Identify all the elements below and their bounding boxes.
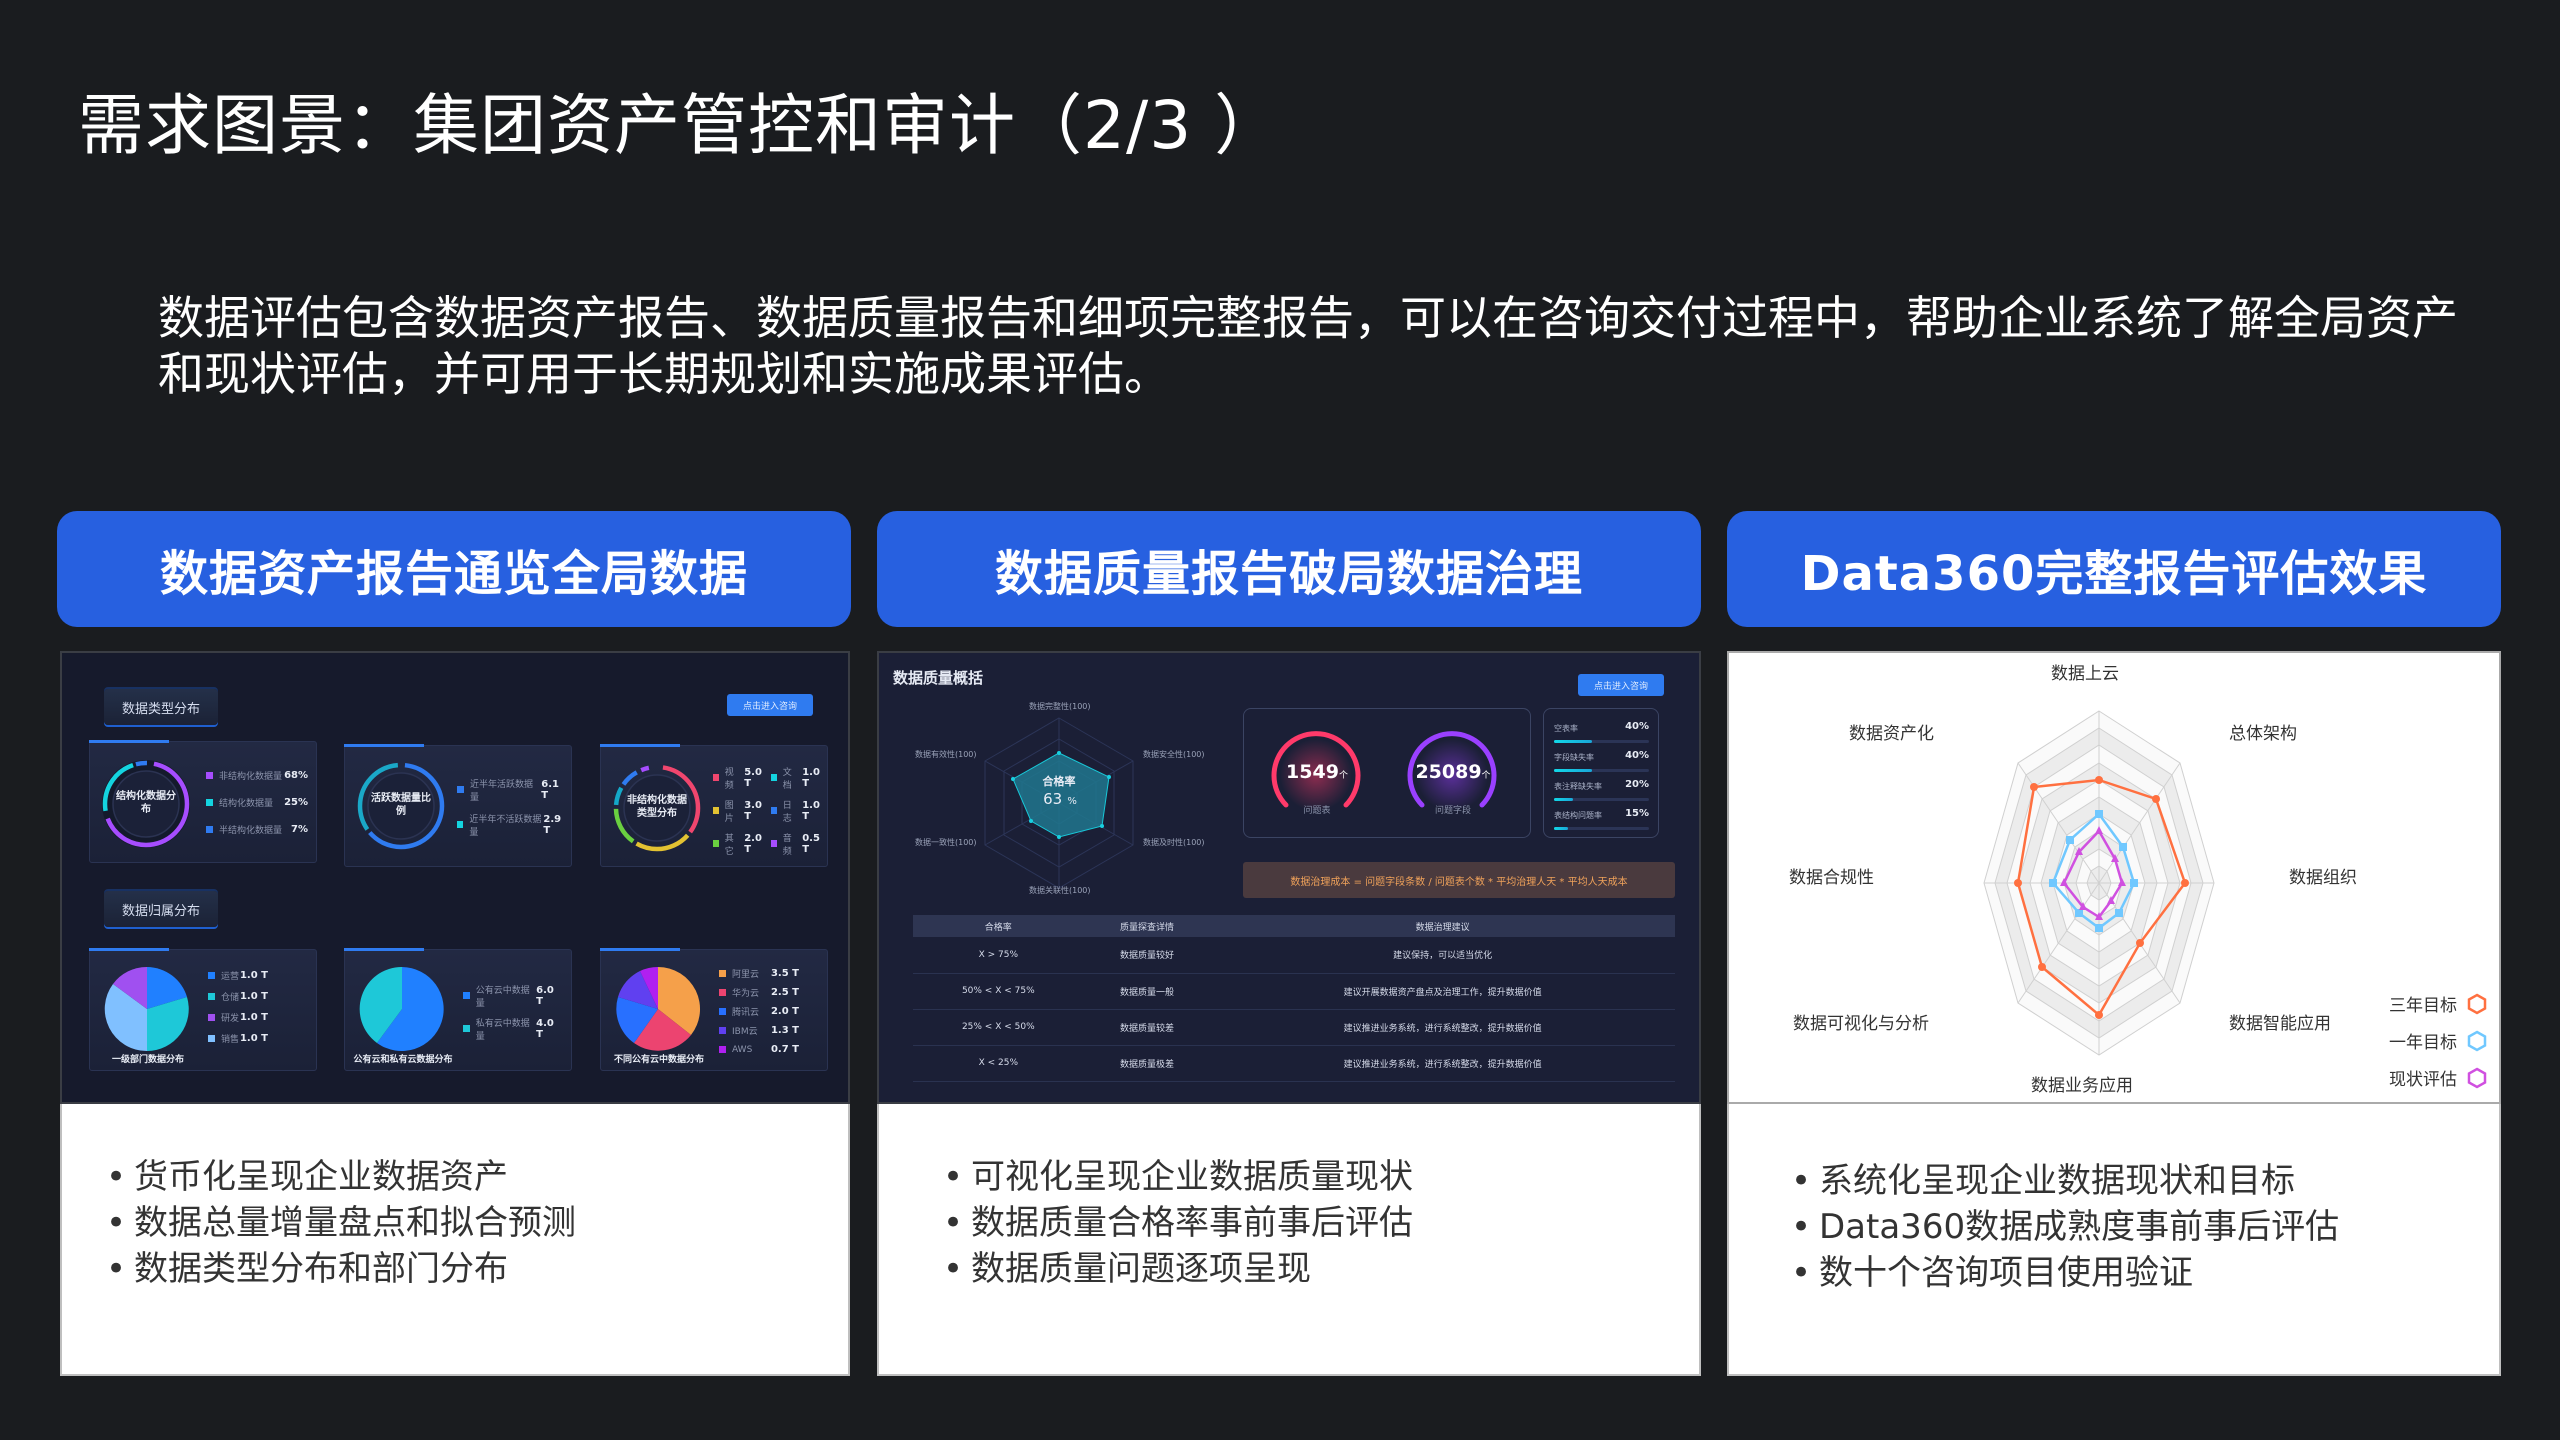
radar-center-value: 63 % [1043,790,1077,808]
department-pie-chart [104,966,189,1052]
unstructured-ring-chart [613,764,701,852]
consult-button[interactable]: 点击进入咨询 [1578,674,1665,696]
governance-cost-formula: 数据治理成本 = 问题字段条数 / 问题表个数 * 平均治理人天 * 平均人天成… [1243,862,1675,898]
axis-label-assetization: 数据资产化 [1849,724,1934,744]
slide-title: 需求图景：集团资产管控和审计（2/3 ） [78,87,1282,164]
axis-label-architecture: 总体架构 [2229,724,2297,744]
bullet-item: 可视化呈现企业数据质量现状 [943,1154,1413,1200]
bullet-item: 数据总量增量盘点和拟合预测 [106,1200,576,1246]
axis-label-organization: 数据组织 [2289,868,2357,888]
table-row: X < 25%数据质量极差建议推进业务系统，进行系统整改，提升数据价值 [913,1045,1675,1082]
radar-axis-consistency: 数据一致性(100) [915,838,977,847]
problem-table-value: 1549个 [1286,761,1348,783]
problem-field-value: 25089个 [1415,761,1491,783]
issue-gauges-box: 1549个 问题表 25089个 问题字段 [1243,708,1531,838]
active-ring-center: 活跃数据量比例 [371,793,431,817]
radar-axis-timeliness: 数据及时性(100) [1143,838,1205,847]
hexagon-icon [2467,1030,2487,1051]
problem-table-label: 问题表 [1303,806,1331,816]
table-row: X > 75%数据质量较好建议保持，可以适当优化 [913,937,1675,974]
structured-ring-center: 结构化数据分布 [116,791,176,815]
data360-bullets: 系统化呈现企业数据现状和目标 Data360数据成熟度事前事后评估 数十个咨询项… [1791,1158,2339,1296]
problem-field-gauge [1407,731,1497,811]
quality-report-bullets: 可视化呈现企业数据质量现状 数据质量合格率事前事后评估 数据质量问题逐项呈现 [943,1154,1413,1292]
bullet-item: 数据质量问题逐项呈现 [943,1246,1413,1292]
card-unstructured-types: 非结构化数据类型分布 视频 5.0 T 文档 1.0 T 图片 3.0 T 日志… [600,744,828,867]
bullet-item: 数据质量合格率事前事后评估 [943,1200,1413,1246]
radar-axis-relevance: 数据关联性(100) [1029,886,1091,895]
data360-bullets-panel: 系统化呈现企业数据现状和目标 Data360数据成熟度事前事后评估 数十个咨询项… [1727,1104,2501,1376]
bullet-item: 货币化呈现企业数据资产 [106,1154,576,1200]
unstructured-ring-center: 非结构化数据类型分布 [627,795,687,819]
problem-field-label: 问题字段 [1434,806,1471,816]
bullet-item: 系统化呈现企业数据现状和目标 [1791,1158,2339,1204]
bullet-item: 数据类型分布和部门分布 [106,1246,576,1292]
axis-label-visualization: 数据可视化与分析 [1793,1014,1929,1034]
consult-button[interactable]: 点击进入咨询 [727,694,814,716]
table-row: 25% < X < 50%数据质量较差建议推进业务系统，进行系统整改，提升数据价… [913,1009,1675,1046]
legend-item-three-year[interactable]: 三年目标 [2389,985,2487,1022]
structured-ring-chart [102,760,190,848]
column-header-data360: Data360完整报告评估效果 [1727,511,2501,627]
bullet-item: 数十个咨询项目使用验证 [1791,1250,2339,1296]
axis-label-business-apps: 数据业务应用 [2031,1076,2133,1096]
table-header: 质量探查详情 [1083,915,1211,937]
legend-item-one-year[interactable]: 一年目标 [2389,1022,2487,1059]
column-header-quality-report: 数据质量报告破局数据治理 [877,511,1701,627]
asset-report-bullets: 货币化呈现企业数据资产 数据总量增量盘点和拟合预测 数据类型分布和部门分布 [106,1154,576,1292]
quality-radar-chart [984,717,1134,889]
axis-label-cloud: 数据上云 [2051,664,2119,684]
table-row: 50% < X < 75%数据质量一般建议开展数据资产盘点及治理工作，提升数据价… [913,973,1675,1010]
hexagon-icon [2467,1067,2487,1088]
quality-overview-title: 数据质量概括 [893,669,984,687]
bullet-item: Data360数据成熟度事前事后评估 [1791,1204,2339,1250]
section-tag-data-type: 数据类型分布 [104,689,219,725]
intro-paragraph: 数据评估包含数据资产报告、数据质量报告和细项完整报告，可以在咨询交付过程中，帮助… [158,291,2458,401]
radar-axis-security: 数据安全性(100) [1143,750,1205,759]
radar-axis-validity: 数据有效性(100) [915,750,977,759]
asset-report-bullets-panel: 货币化呈现企业数据资产 数据总量增量盘点和拟合预测 数据类型分布和部门分布 [60,1104,850,1376]
radar-center-label: 合格率 [1042,775,1076,788]
table-header: 合格率 [913,915,1084,937]
axis-label-compliance: 数据合规性 [1789,868,1874,888]
radar-axis-completeness: 数据完整性(100) [1029,702,1091,711]
hexagon-icon [2467,993,2487,1014]
quality-table: 合格率 质量探查详情 数据治理建议 X > 75%数据质量较好建议保持，可以适当… [913,915,1675,1082]
axis-label-intelligent-apps: 数据智能应用 [2229,1014,2331,1034]
public-cloud-pie-chart [616,966,701,1051]
public-cloud-pie-caption: 不同公有云中数据分布 [613,1055,704,1065]
table-header: 数据治理建议 [1210,915,1675,937]
section-tag-data-owner: 数据归属分布 [104,891,219,927]
data360-legend: 三年目标 一年目标 现状评估 [2389,985,2487,1096]
unstructured-legend: 视频 5.0 T 文档 1.0 T 图片 3.0 T 日志 1.0 T 其它 2… [713,767,825,857]
data360-radar-chart [1983,710,2215,1056]
quality-report-screenshot: 数据质量概括 点击进入咨询 合格率 63 % 数据完整性(100) 数据安全性(… [877,651,1701,1104]
legend-item-current[interactable]: 现状评估 [2389,1059,2487,1096]
column-header-asset-report: 数据资产报告通览全局数据 [57,511,851,627]
active-ring-chart [357,762,445,850]
problem-table-gauge [1271,731,1361,811]
department-pie-caption: 一级部门数据分布 [111,1055,184,1065]
quality-report-bullets-panel: 可视化呈现企业数据质量现状 数据质量合格率事前事后评估 数据质量问题逐项呈现 [877,1104,1701,1376]
cloud-split-pie-caption: 公有云和私有云数据分布 [353,1055,453,1065]
data360-radar-screenshot: 数据上云 总体架构 数据组织 数据智能应用 数据业务应用 数据可视化与分析 数据… [1727,651,2501,1104]
cloud-split-pie-chart [359,966,444,1051]
